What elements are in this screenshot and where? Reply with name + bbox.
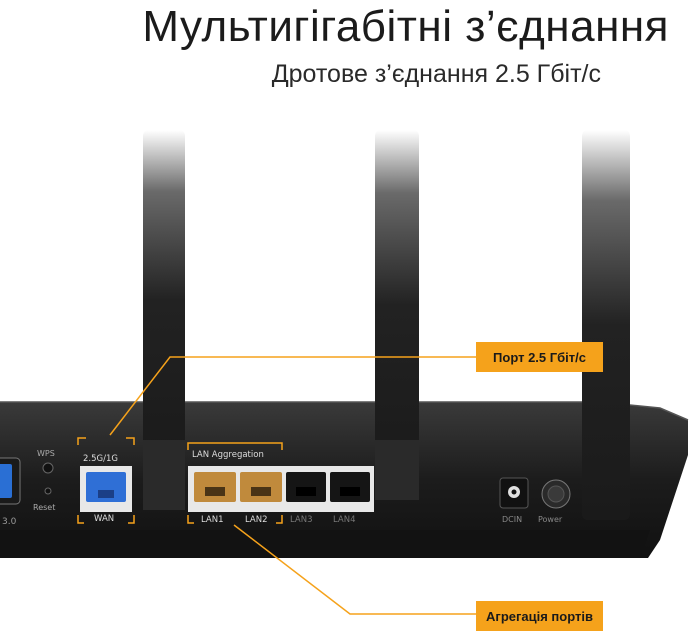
power-label: Power	[538, 515, 563, 524]
aggregation-callout-line	[233, 524, 476, 615]
wan-label: WAN	[94, 514, 114, 524]
antennas	[143, 130, 630, 520]
aggregation-callout: Агрегація портів	[476, 601, 603, 631]
antenna-3	[582, 130, 630, 520]
lan1-label: LAN1	[201, 515, 224, 525]
page-title: Мультигігабітні з’єднання	[142, 2, 669, 51]
lan4-label: LAN4	[333, 515, 356, 525]
wps-label: WPS	[37, 449, 55, 458]
power-group: DCIN Power	[499, 477, 571, 524]
reset-label: Reset	[33, 503, 55, 512]
port-callout: Порт 2.5 Гбіт/с	[476, 342, 603, 372]
wan-port-group: 2.5G/1G WAN	[77, 437, 135, 524]
antenna-2	[375, 130, 419, 480]
usb-port: 3.0	[0, 457, 21, 527]
callout-lines	[109, 356, 476, 615]
usb-label: 3.0	[2, 517, 17, 527]
wps-reset-group: WPS Reset	[33, 449, 55, 512]
lan-aggregation-label: LAN Aggregation	[192, 450, 264, 460]
lan-ports-group: LAN Aggregation LAN1 LAN2 LAN3 LAN4	[187, 442, 374, 525]
wan-speed-label: 2.5G/1G	[83, 454, 118, 464]
page-subtitle: Дротове з’єднання 2.5 Гбіт/с	[271, 60, 601, 88]
lan3-label: LAN3	[290, 515, 313, 525]
dcin-label: DCIN	[502, 515, 522, 524]
port-callout-line	[109, 356, 476, 436]
lan2-label: LAN2	[245, 515, 268, 525]
antenna-1	[143, 130, 185, 470]
